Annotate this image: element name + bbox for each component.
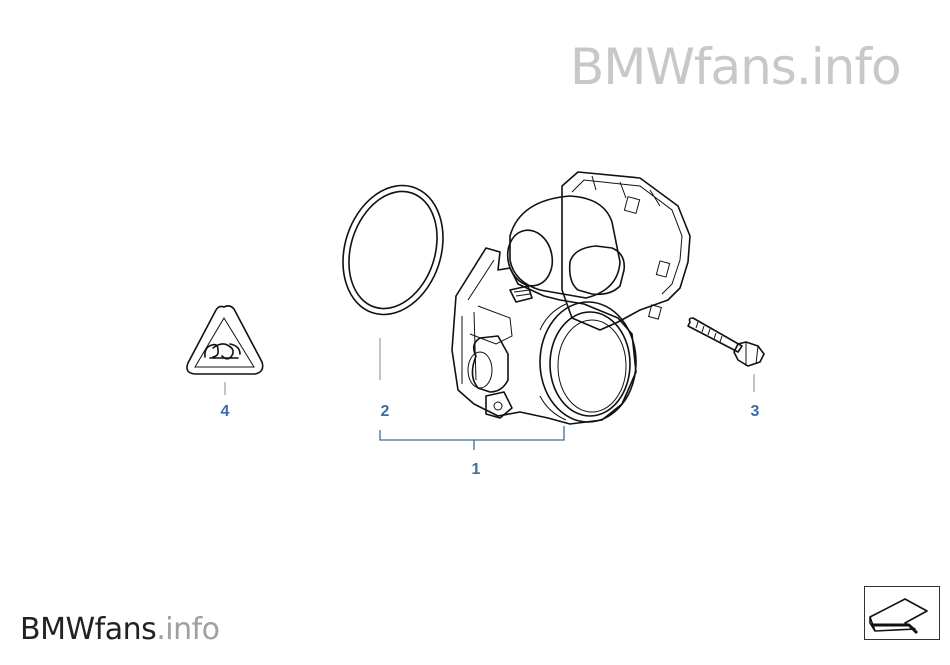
callout-1[interactable]: 1 [472,461,481,478]
watermark-bottom-suffix: .info [156,612,220,647]
bolt[interactable] [687,317,765,367]
gasket-ring[interactable] [327,172,459,327]
watermark-top-suffix: .info [795,38,902,96]
callout-2[interactable]: 2 [381,403,390,420]
watermark-top: BMWfans.info [570,42,902,92]
watermark-top-brand: BMWfans [570,38,797,96]
assembly-bracket [379,426,565,450]
watermark-bottom-brand: BMWfans [20,612,157,647]
callout-4[interactable]: 4 [221,403,230,420]
nav-return-button[interactable] [864,586,940,640]
arrow-return-icon [869,598,928,635]
watermark-bottom: BMWfans.info [20,615,220,645]
throttle-body[interactable] [451,171,691,425]
warning-triangle-icon[interactable] [186,305,264,375]
callout-3[interactable]: 3 [751,403,760,420]
